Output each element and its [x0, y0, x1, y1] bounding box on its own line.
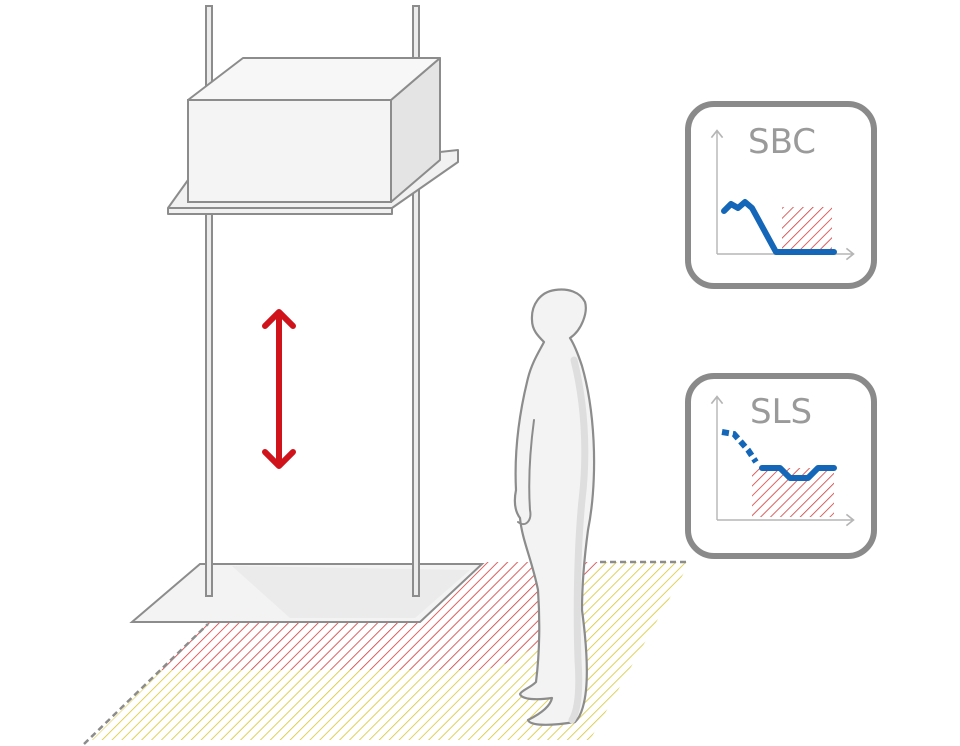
- person-silhouette-icon: [513, 288, 596, 726]
- sbc-label: SBC: [748, 122, 816, 162]
- sls-function-icon: SLS: [685, 373, 877, 559]
- lift-platform: [167, 57, 459, 215]
- base-plate: [129, 563, 485, 623]
- load-box-front: [187, 99, 392, 203]
- right-post: [412, 5, 420, 597]
- sls-label: SLS: [750, 392, 812, 432]
- lift-posts: [205, 5, 420, 597]
- vertical-motion-arrow-icon: [262, 309, 296, 469]
- red-protection-zone: [160, 562, 600, 670]
- left-post: [205, 5, 213, 597]
- sbc-function-icon: SBC: [685, 101, 877, 289]
- zone-boundary-dashed: [83, 560, 690, 745]
